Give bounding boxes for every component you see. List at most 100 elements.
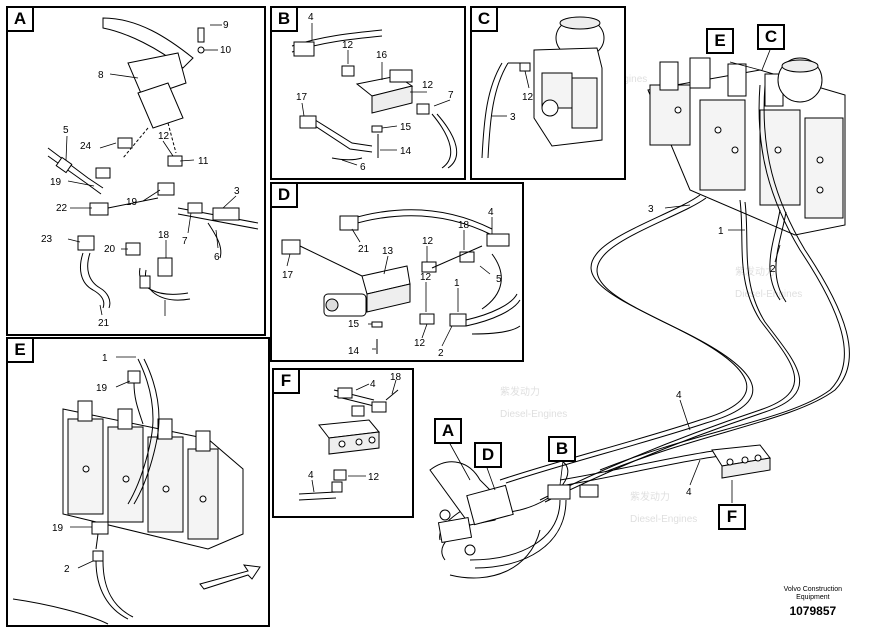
part-label: 7 [448, 90, 454, 101]
part-label: 24 [80, 141, 92, 152]
part-label: 21 [358, 244, 370, 255]
part-label: 12 [420, 272, 432, 283]
part-label: 12 [422, 236, 434, 247]
panel-d: D [270, 182, 524, 362]
control-valve-block [647, 57, 846, 236]
part-label: 4 [308, 12, 314, 23]
panel-c-drawing: 12 3 [481, 16, 605, 159]
drawing-number: 1079857 [789, 604, 837, 618]
part-label: 12 [368, 472, 380, 483]
part-label: 3 [234, 186, 240, 197]
valve-block-f-main [711, 444, 771, 479]
callout-c: C [757, 24, 785, 50]
watermark-cn-6: 紫发动力 [500, 385, 540, 398]
panel-e: E [6, 337, 270, 627]
main-part-label: 2 [770, 264, 776, 275]
main-hoses [439, 84, 850, 579]
panel-f: F [272, 368, 414, 518]
panel-d-drawing: 21 18 4 12 13 17 5 12 1 15 12 2 14 [281, 207, 521, 359]
part-label: 16 [376, 50, 388, 61]
callout-e: E [706, 28, 734, 54]
main-part-label: 4 [676, 390, 682, 401]
part-label: 15 [348, 319, 360, 330]
panel-b-label: B [272, 8, 298, 32]
part-label: 21 [98, 318, 110, 329]
part-label: 14 [348, 346, 360, 357]
part-label: 3 [510, 112, 516, 123]
part-label: 11 [198, 156, 209, 167]
part-label: 6 [214, 252, 220, 263]
panel-c: C 12 3 [470, 6, 626, 180]
footer: Volvo Construction Equipment 1079857 [784, 586, 842, 618]
part-label: 23 [41, 234, 53, 245]
panel-b-drawing: 4 12 16 12 17 15 7 14 6 [291, 12, 457, 173]
panel-e-drawing: 1 19 19 2 [12, 353, 261, 625]
part-label: 12 [414, 338, 426, 349]
part-label: 12 [422, 80, 434, 91]
main-part-label: 1 [718, 226, 724, 237]
panel-d-part-numbers: 21 18 4 12 13 17 5 12 1 15 12 2 14 [282, 207, 502, 359]
part-label: 2 [64, 564, 70, 575]
part-label: 18 [458, 220, 470, 231]
part-label: 5 [496, 274, 502, 285]
panel-a: A [6, 6, 266, 336]
main-part-label: 4 [686, 487, 692, 498]
part-label: 19 [52, 523, 64, 534]
brand-line-2: Equipment [796, 594, 830, 601]
main-part-numbers: 3 1 2 4 4 [648, 204, 776, 498]
part-label: 15 [400, 122, 412, 133]
part-label: 2 [438, 348, 444, 359]
part-label: 6 [360, 162, 366, 173]
part-label: 4 [308, 470, 314, 481]
part-label: 18 [158, 230, 170, 241]
brand-line-1: Volvo Construction [783, 586, 842, 593]
panel-a-part-numbers: 9 10 8 5 24 12 11 19 22 3 19 23 20 18 7 … [41, 20, 240, 329]
part-label: 1 [102, 353, 108, 364]
main-part-label: 3 [648, 204, 654, 215]
part-label: 17 [282, 270, 294, 281]
part-label: 12 [342, 40, 354, 51]
part-label: 10 [220, 45, 232, 56]
part-label: 5 [63, 125, 69, 136]
part-label: 12 [522, 92, 534, 103]
panel-b: B [270, 6, 466, 180]
part-label: 8 [98, 70, 104, 81]
panel-f-drawing: 4 18 4 12 [298, 372, 402, 501]
part-label: 12 [158, 131, 170, 142]
pedal-valve-cluster [429, 461, 599, 556]
part-label: 1 [454, 278, 460, 289]
panel-f-label: F [274, 370, 300, 394]
panel-d-label: D [272, 184, 298, 208]
part-label: 22 [56, 203, 68, 214]
part-label: 14 [400, 146, 412, 157]
part-label: 19 [50, 177, 62, 188]
panel-e-label: E [8, 339, 34, 363]
panel-b-part-numbers: 4 12 16 12 17 15 7 14 6 [296, 12, 454, 173]
panel-e-part-numbers: 1 19 19 2 [52, 353, 108, 575]
panel-a-drawing: 9 10 8 5 24 12 11 19 22 3 19 23 20 18 7 … [41, 17, 259, 329]
panel-c-label: C [472, 8, 498, 32]
part-label: 20 [104, 244, 116, 255]
panel-c-part-numbers: 12 3 [510, 92, 534, 123]
watermark-cn-8: 紫发动力 [630, 490, 670, 503]
part-label: 7 [182, 236, 188, 247]
part-label: 9 [223, 20, 229, 31]
panel-a-label: A [8, 8, 34, 32]
part-label: 19 [96, 383, 108, 394]
part-label: 4 [488, 207, 494, 218]
part-label: 19 [126, 197, 138, 208]
main-leaders [448, 49, 781, 503]
callout-a: A [434, 418, 462, 444]
watermark-en-4: Diesel-Engines [735, 289, 802, 300]
watermark-cn-4: 紫发动力 [735, 265, 775, 278]
panel-f-part-numbers: 4 18 4 12 [308, 372, 402, 483]
callout-d: D [474, 442, 502, 468]
part-label: 4 [370, 379, 376, 390]
part-label: 18 [390, 372, 402, 383]
watermark-en-8: Diesel-Engines [630, 514, 697, 525]
callout-b: B [548, 436, 576, 462]
part-label: 17 [296, 92, 308, 103]
watermark-en-6: Diesel-Engines [500, 409, 567, 420]
